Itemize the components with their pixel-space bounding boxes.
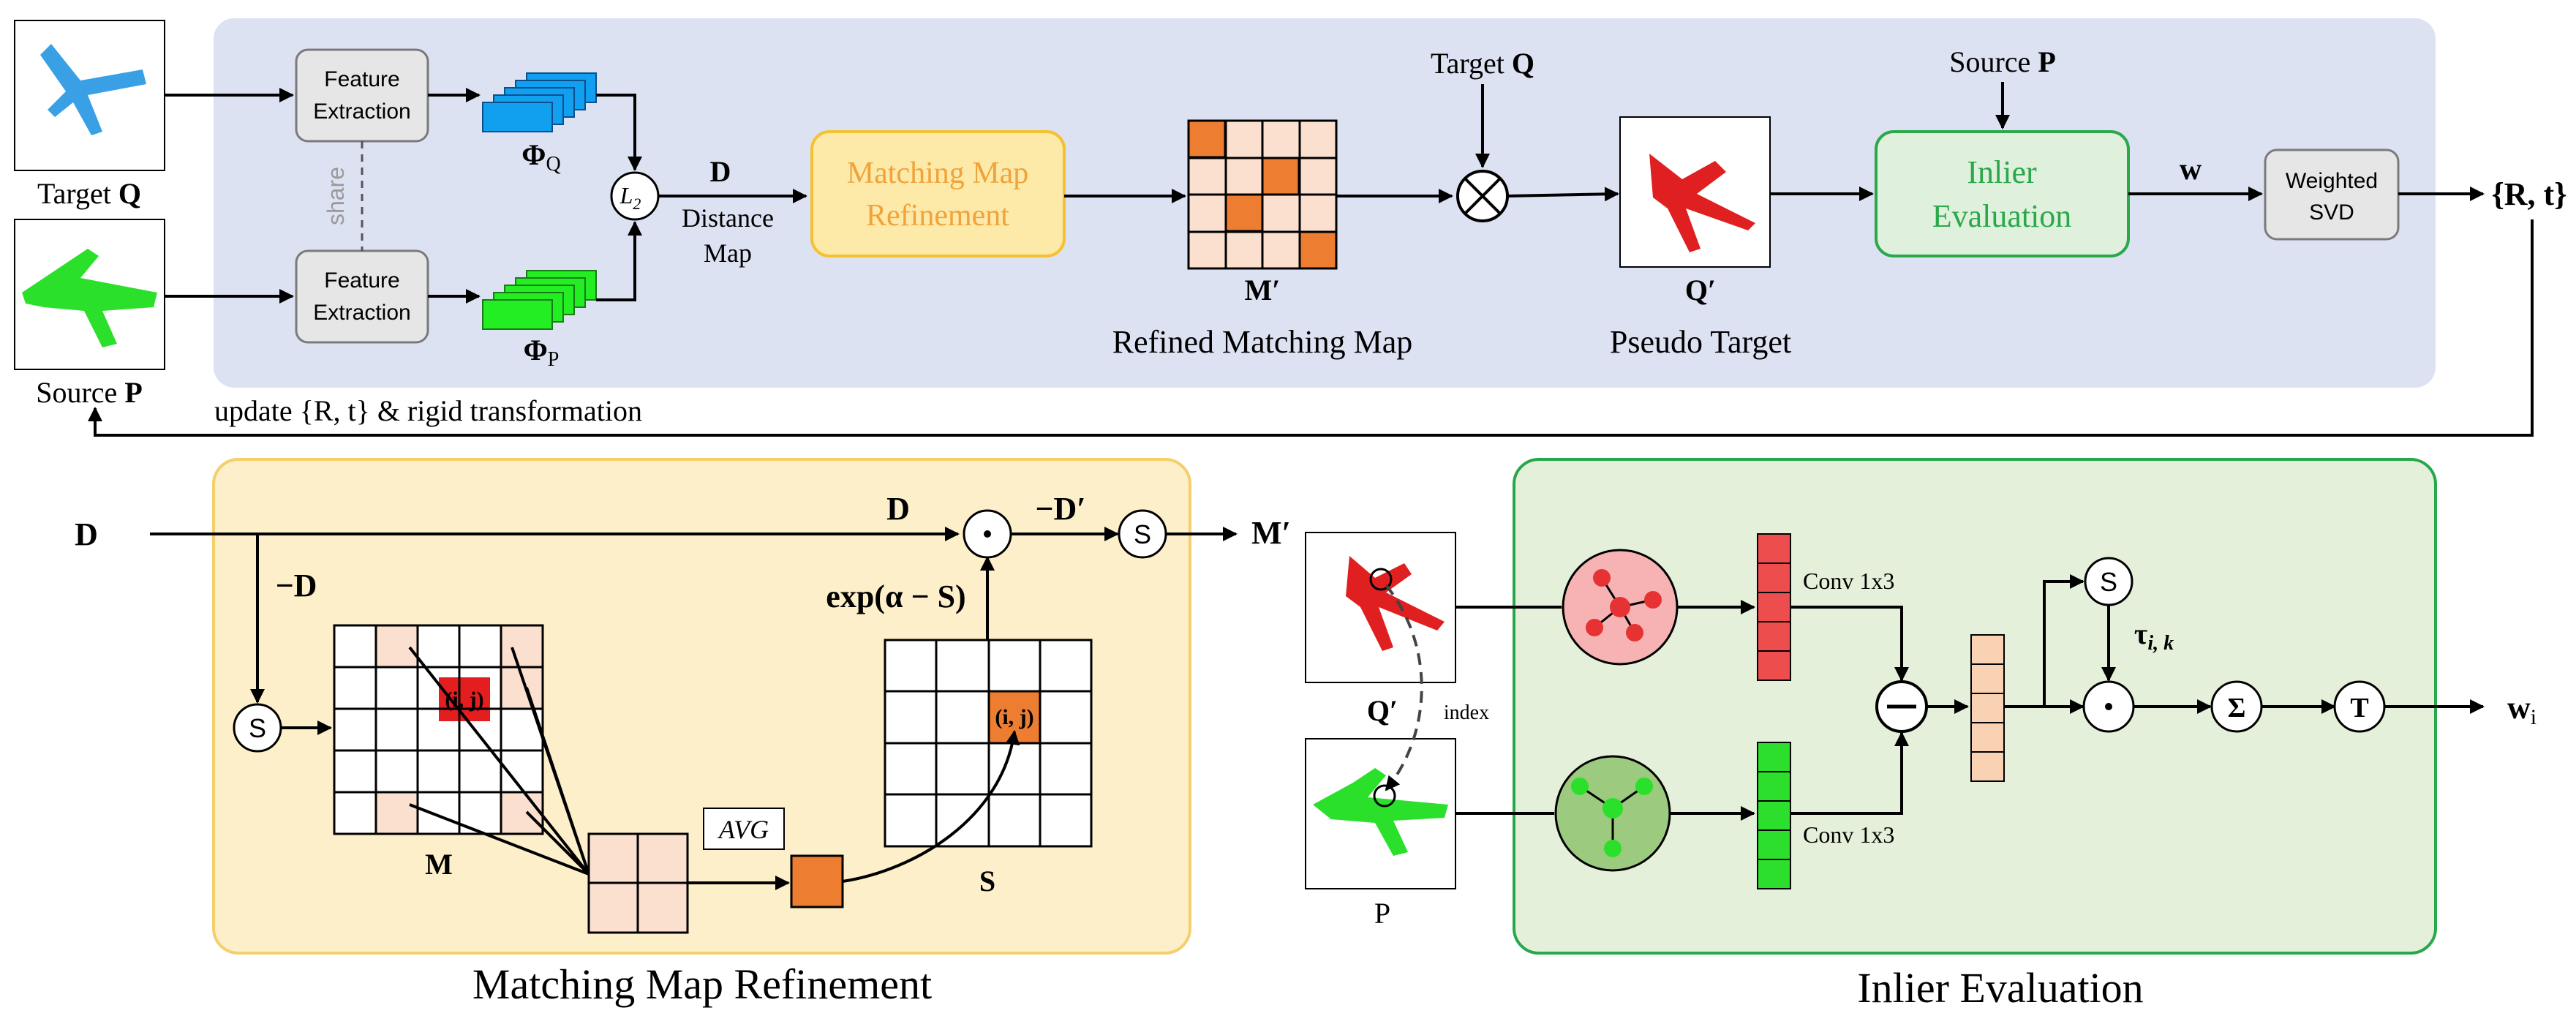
svg-text:Feature: Feature [324, 268, 399, 293]
pseudo-target-label: Pseudo Target [1610, 324, 1791, 360]
update-rt-label: update {R, t} & rigid transformation [214, 394, 642, 427]
feature-extraction-top: Feature Extraction [295, 48, 429, 143]
neighbor-convergence-lines [408, 646, 590, 876]
w-label: w [2180, 153, 2202, 187]
m-label: M [425, 848, 453, 881]
mmr-d-input: D [75, 516, 98, 552]
wi-output-label: wi [2507, 690, 2537, 729]
neighbor-2x2-grid [587, 832, 689, 934]
ie-p-thumbnail [1305, 738, 1456, 889]
m-prime-label-top: M′ [1244, 274, 1280, 306]
target-q-thumbnail [14, 20, 165, 171]
feature-extraction-bottom: Feature Extraction [295, 249, 429, 344]
ie-p-label: P [1374, 897, 1390, 930]
refined-matching-map-label: Refined Matching Map [1112, 324, 1413, 360]
target-q-caption: Target Q [37, 177, 141, 210]
index-label: index [1444, 701, 1489, 724]
tau-label: τi, k [2134, 617, 2174, 655]
t-label: T [2350, 693, 2368, 723]
q-prime-label-top: Q′ [1685, 274, 1716, 306]
ie-q-prime-thumbnail [1305, 532, 1456, 683]
green-feature-bar [1757, 742, 1791, 889]
source-p-caption: Source P [36, 376, 143, 409]
source-p-input-label: Source P [1949, 45, 2056, 78]
mmr-softmax-out-label: S [1134, 519, 1151, 549]
m-prime-output-label: M′ [1251, 515, 1291, 551]
svg-text:Evaluation: Evaluation [1932, 198, 2072, 234]
phi-p-feature-stack [482, 270, 597, 330]
conv-bottom-label: Conv 1x3 [1803, 821, 1894, 848]
target-q-input-label: Target Q [1431, 47, 1534, 80]
avg-label-box: AVG [703, 808, 785, 850]
s-grid [884, 639, 1093, 848]
s-grid-ij-label: (i, j) [995, 705, 1033, 729]
mmr-odot-dot [984, 530, 991, 538]
svg-text:Feature: Feature [324, 67, 399, 91]
arrow-peach-to-softmax [2043, 574, 2084, 707]
inlier-evaluation-box: Inlier Evaluation [1875, 130, 2130, 257]
red-neighborhood-graph [1562, 549, 1679, 666]
phi-p-label: ΦP [524, 334, 560, 371]
svg-text:Weighted: Weighted [2286, 169, 2378, 193]
index-dashed-link [1385, 584, 1423, 791]
d-label-top: D [710, 155, 731, 188]
svg-text:Inlier: Inlier [1967, 154, 2037, 190]
q-prime-thumbnail [1619, 116, 1771, 268]
ie-title: Inlier Evaluation [1857, 964, 2143, 1012]
ie-odot-dot [2105, 703, 2112, 710]
sum-label: Σ [2228, 693, 2246, 723]
s-label: S [979, 865, 995, 898]
phi-q-feature-stack [482, 72, 597, 132]
ie-q-prime-label: Q′ [1367, 694, 1398, 727]
svg-text:Extraction: Extraction [313, 301, 410, 325]
arrow-phip-to-l2 [596, 221, 642, 301]
refined-matching-map-grid [1187, 119, 1338, 270]
peach-feature-bar [1970, 634, 2005, 782]
svg-text:SVD: SVD [2309, 200, 2354, 225]
arrow-red-to-minus [1790, 606, 1909, 682]
arrow-avg-to-s-cell [842, 730, 1020, 883]
share-label: share [323, 167, 349, 225]
red-feature-bar [1757, 533, 1791, 681]
conv-top-label: Conv 1x3 [1803, 568, 1894, 594]
arrow-phiq-to-l2 [596, 94, 642, 171]
weighted-svd-box: Weighted SVD [2264, 148, 2400, 241]
ie-softmax-label: S [2100, 567, 2117, 597]
mmr-d-top-label: D [886, 491, 910, 527]
green-neighborhood-graph [1554, 755, 1671, 872]
neg-d-prime-label: −D′ [1035, 491, 1085, 527]
mmr-neg-d-label: −D [276, 568, 317, 603]
arrow-otimes-to-qprime [1507, 187, 1619, 202]
mmr-softmax-label: S [249, 713, 266, 743]
m-grid [333, 624, 544, 835]
source-p-thumbnail [14, 219, 165, 370]
rt-output-label: {R, t} [2491, 176, 2566, 212]
l2-label: L2 [619, 182, 641, 213]
svg-text:AVG: AVG [718, 815, 769, 844]
feedback-loop-arrow [88, 219, 2534, 437]
arrow-green-to-minus [1790, 731, 1909, 815]
exp-label: exp(α − S) [826, 579, 965, 614]
svg-text:Matching Map: Matching Map [847, 157, 1028, 190]
avg-result-cell [790, 854, 844, 908]
distance-map-label-2: Map [704, 238, 752, 268]
svg-text:Extraction: Extraction [313, 99, 410, 124]
matching-map-refinement-box: Matching Map Refinement [810, 130, 1066, 257]
distance-map-label-1: Distance [682, 203, 774, 233]
phi-q-label: ΦQ [521, 138, 560, 176]
svg-text:Refinement: Refinement [866, 199, 1009, 233]
otimes-node [1456, 170, 1509, 222]
mmr-title: Matching Map Refinement [472, 960, 932, 1008]
